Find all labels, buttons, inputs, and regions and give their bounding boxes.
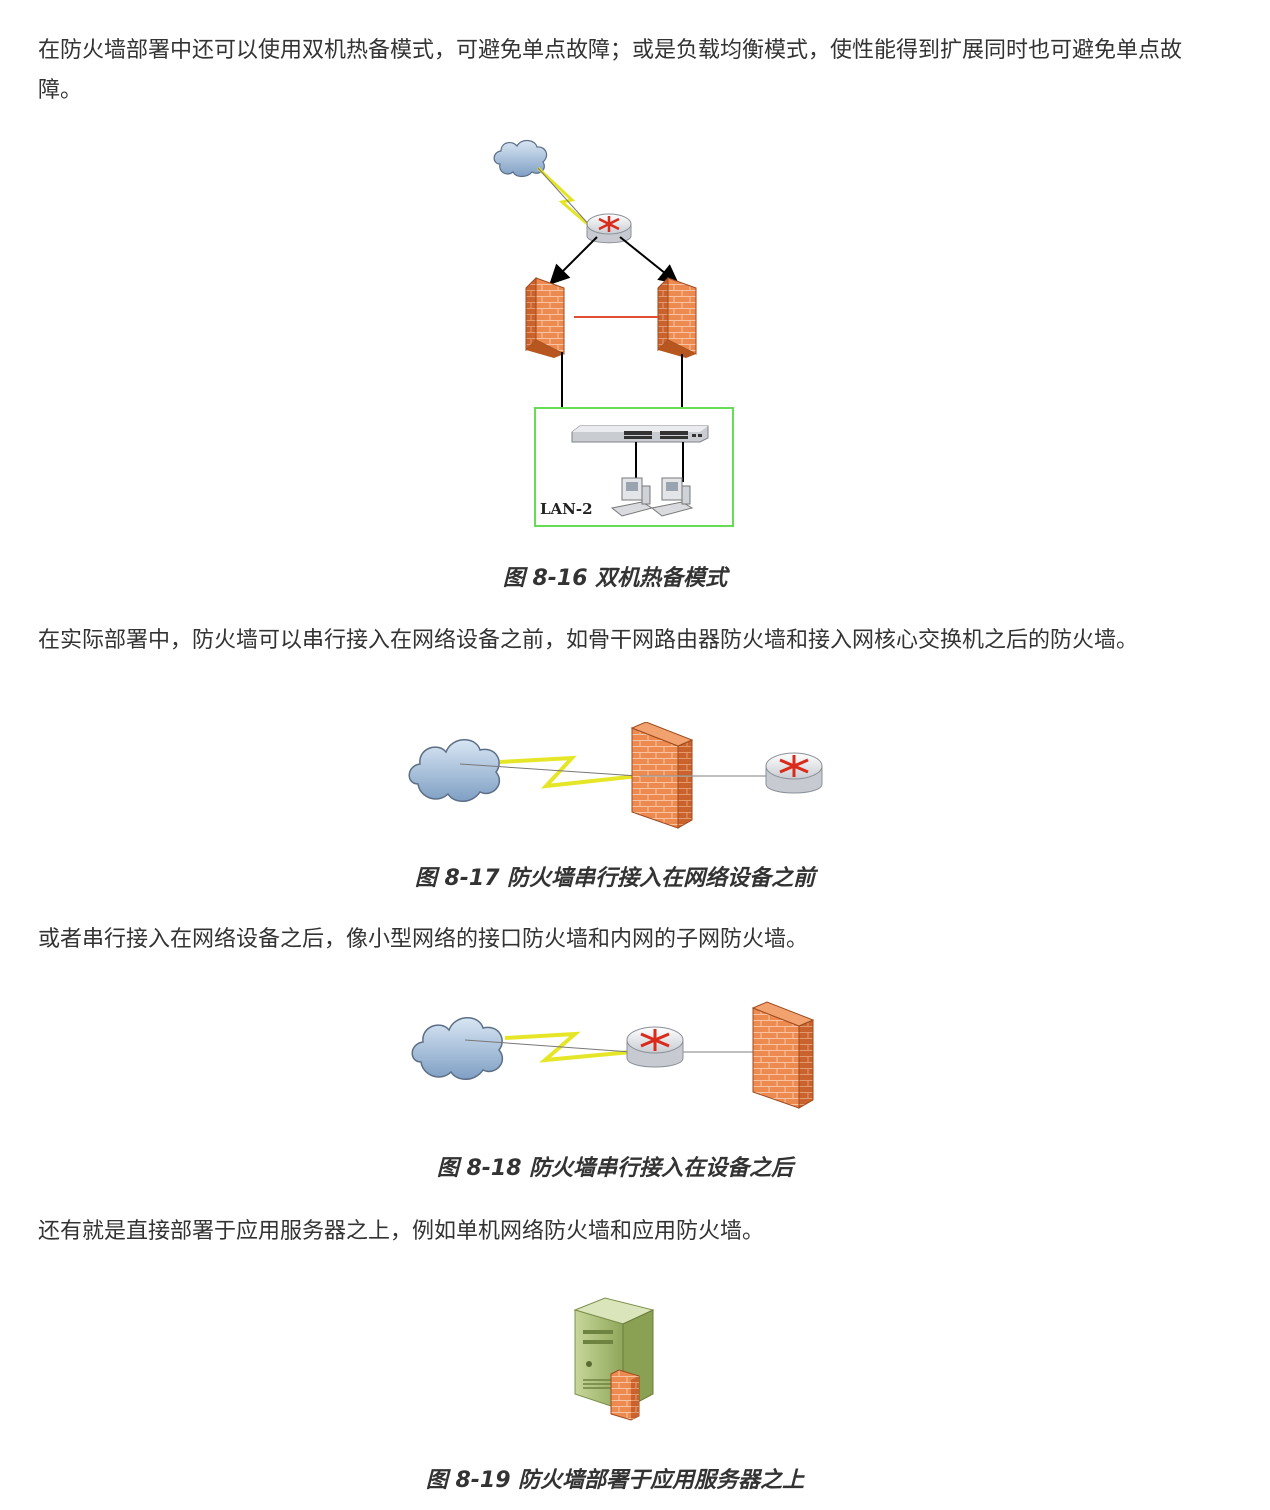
figure-8-16-caption: 图 8-16 双机热备模式 xyxy=(502,566,728,591)
lan-2-label: LAN-2 xyxy=(540,500,593,518)
figure-8-16-diagram: LAN-2 xyxy=(493,139,734,527)
figure-8-19-caption: 图 8-19 防火墙部署于应用服务器之上 xyxy=(425,1468,805,1493)
figure-8-17-caption: 图 8-17 防火墙串行接入在网络设备之前 xyxy=(414,866,816,891)
figure-8-17-diagram xyxy=(408,722,823,829)
computer-icon xyxy=(650,477,694,517)
firewall-icon xyxy=(610,1369,640,1421)
router-icon xyxy=(626,1026,684,1068)
computer-icon xyxy=(610,477,654,517)
paragraph-host-based: 还有就是直接部署于应用服务器之上，例如单机网络防火墙和应用防火墙。 xyxy=(38,1219,765,1244)
paragraph-serial-before: 在实际部署中，防火墙可以串行接入在网络设备之前，如骨干网路由器防火墙和接入网核心… xyxy=(38,628,1139,653)
router-icon xyxy=(586,213,632,244)
firewall-icon xyxy=(751,1001,815,1109)
router-icon xyxy=(765,752,823,794)
figure-8-18-diagram xyxy=(411,1001,815,1109)
lan-2-box xyxy=(534,407,734,527)
paragraph-ha-intro: 在防火墙部署中还可以使用双机热备模式，可避免单点故障；或是负载均衡模式，使性能得… xyxy=(38,38,1183,103)
firewall-icon xyxy=(630,722,694,829)
firewall-icon xyxy=(525,276,565,358)
cloud-icon xyxy=(408,739,501,802)
paragraph-serial-after: 或者串行接入在网络设备之后，像小型网络的接口防火墙和内网的子网防火墙。 xyxy=(38,927,809,952)
cloud-icon xyxy=(493,139,548,178)
switch-icon xyxy=(571,425,709,443)
figure-8-19-diagram xyxy=(573,1297,655,1421)
cloud-icon xyxy=(411,1017,504,1080)
firewall-icon xyxy=(657,276,697,358)
figure-8-18-caption: 图 8-18 防火墙串行接入在设备之后 xyxy=(436,1156,794,1181)
